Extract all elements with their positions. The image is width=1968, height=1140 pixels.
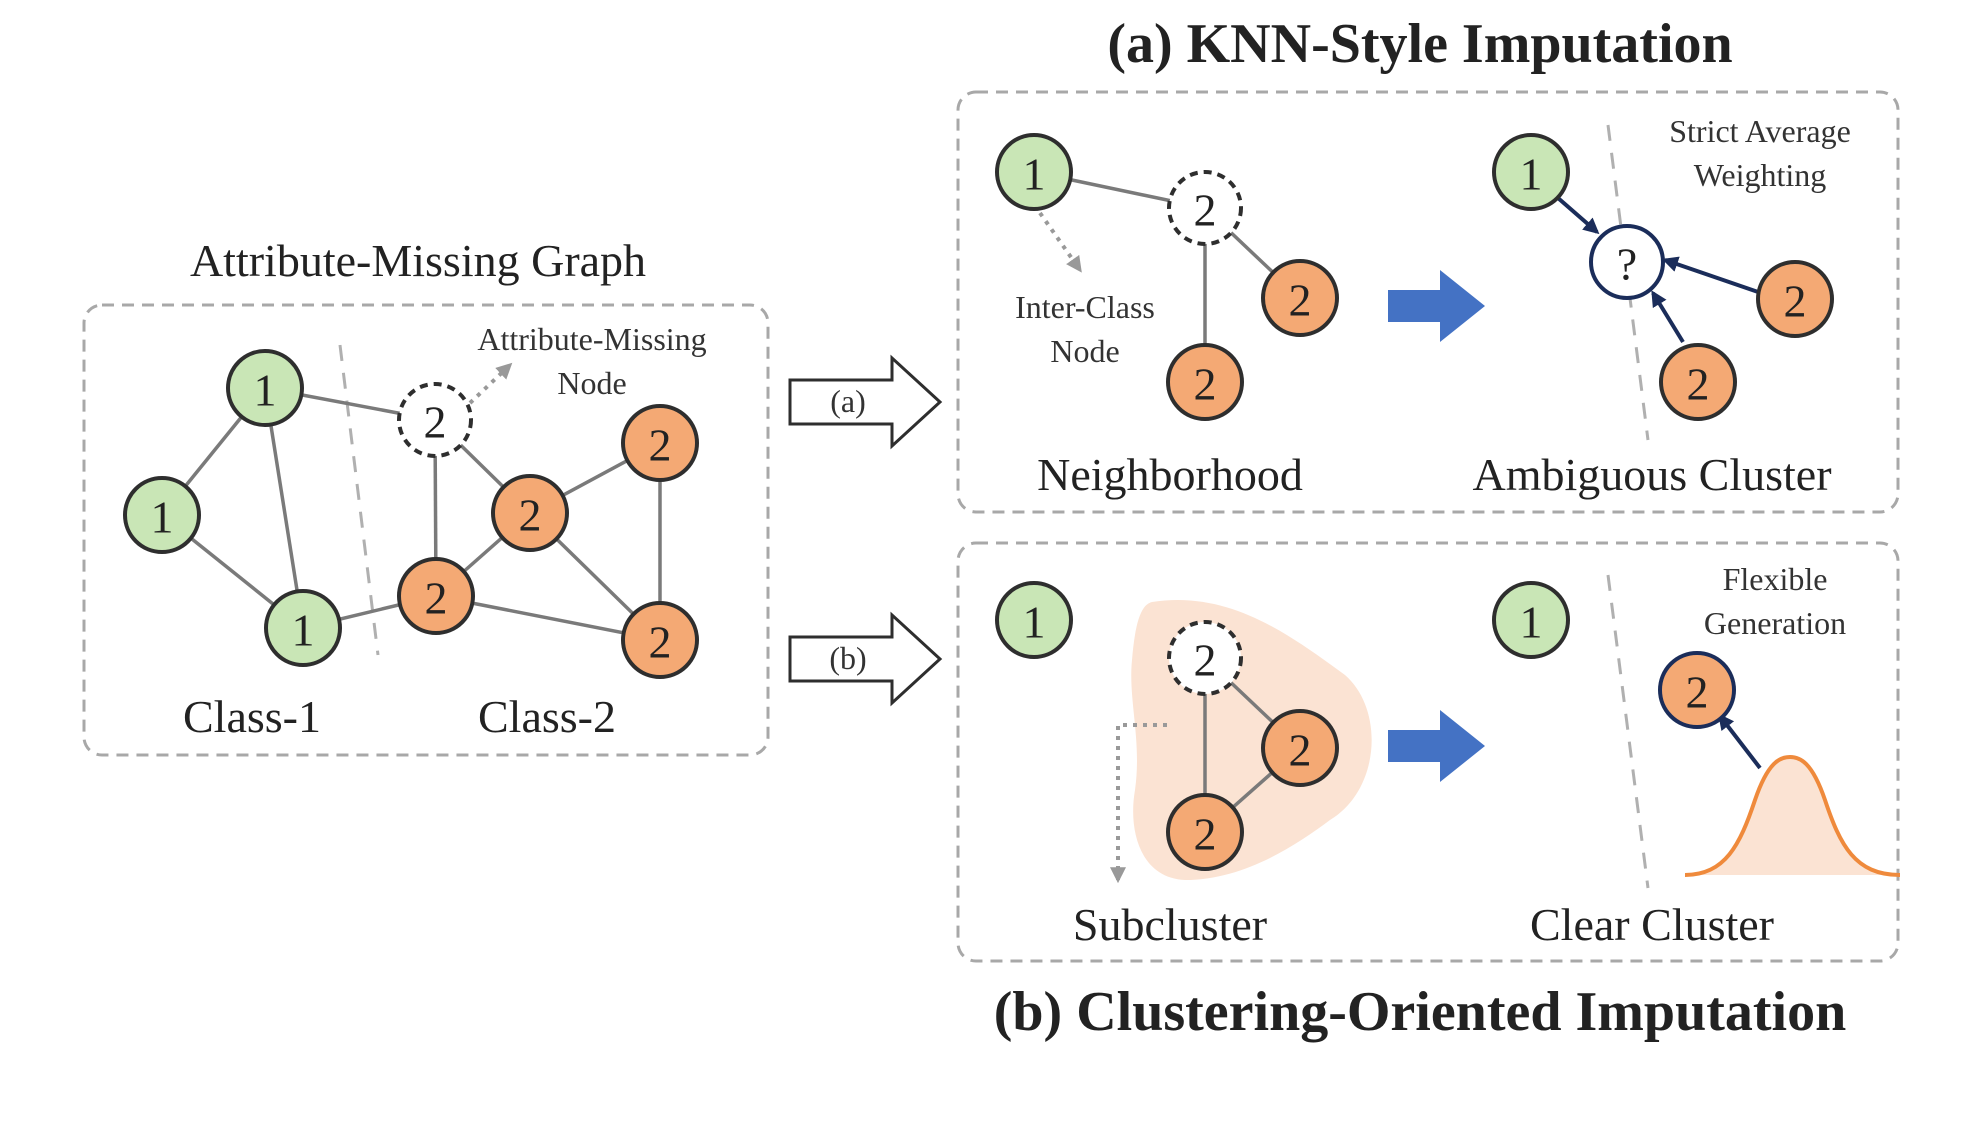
left-class1-node-b xyxy=(123,476,201,554)
svg-text:1: 1 xyxy=(1023,149,1046,200)
class1-label: Class-1 xyxy=(183,691,321,742)
svg-text:2: 2 xyxy=(519,490,542,541)
clear-class1-node xyxy=(1492,581,1570,659)
missing-node-pointer xyxy=(468,362,513,405)
missing-node-note-line1: Attribute-Missing xyxy=(477,321,706,357)
generation-distribution-fill xyxy=(1685,757,1900,875)
ambiguous-class1-node xyxy=(1492,133,1570,211)
inter-class-note-line2: Node xyxy=(1050,333,1119,369)
subcluster-pointer xyxy=(1110,723,1167,884)
clear-generated-node xyxy=(1658,651,1736,729)
knn-panel-box xyxy=(956,90,1900,514)
left-class2-node-c xyxy=(621,404,699,482)
clustering-panel-box xyxy=(956,541,1900,963)
svg-text:2: 2 xyxy=(1289,725,1312,776)
clustering-transition-arrow xyxy=(1388,710,1485,782)
clustering-divider xyxy=(1606,574,1650,889)
attribute-missing-graph-title: Attribute-Missing Graph xyxy=(190,235,646,286)
subcluster-class2-node-b xyxy=(1166,793,1244,871)
svg-text:2: 2 xyxy=(1686,667,1709,718)
class-divider xyxy=(338,344,380,656)
subcluster-class1-node xyxy=(995,581,1073,659)
inter-class-pointer xyxy=(1038,211,1082,273)
ambiguous-class2-node-b xyxy=(1659,343,1737,421)
knn-transition-arrow xyxy=(1388,270,1485,342)
svg-text:1: 1 xyxy=(254,365,277,416)
clear-cluster-caption: Clear Cluster xyxy=(1530,899,1774,950)
connector-a-label: (a) xyxy=(830,383,866,419)
svg-text:2: 2 xyxy=(1289,275,1312,326)
generation-note-line1: Flexible xyxy=(1723,561,1828,597)
neighborhood-missing-node xyxy=(1167,170,1243,246)
left-attribute-missing-node xyxy=(397,382,473,458)
inter-class-note-line1: Inter-Class xyxy=(1015,289,1155,325)
subcluster-class2-node-a xyxy=(1261,709,1339,787)
neighborhood-group: 1 2 2 2 xyxy=(995,133,1339,421)
svg-text:2: 2 xyxy=(1784,276,1807,327)
svg-text:1: 1 xyxy=(151,492,174,543)
knn-imputation-title: (a) KNN-Style Imputation xyxy=(1107,13,1732,75)
neighborhood-class1-node xyxy=(995,133,1073,211)
generation-note-line2: Generation xyxy=(1704,605,1846,641)
subcluster-group: 1 2 2 2 xyxy=(995,581,1372,884)
left-class2-node-d xyxy=(621,601,699,679)
svg-text:2: 2 xyxy=(1194,359,1217,410)
clustering-imputation-title: (b) Clustering-Oriented Imputation xyxy=(994,981,1846,1043)
svg-text:2: 2 xyxy=(1687,359,1710,410)
svg-text:1: 1 xyxy=(1520,149,1543,200)
neighborhood-caption: Neighborhood xyxy=(1037,449,1303,500)
svg-text:2: 2 xyxy=(424,397,447,448)
svg-text:1: 1 xyxy=(1023,597,1046,648)
weighting-note-line2: Weighting xyxy=(1694,157,1827,193)
left-class2-node-a xyxy=(491,474,569,552)
left-class2-node-b xyxy=(397,557,475,635)
svg-text:2: 2 xyxy=(425,573,448,624)
left-class1-node-a xyxy=(226,349,304,427)
neighborhood-class2-node-b xyxy=(1166,343,1244,421)
subcluster-caption: Subcluster xyxy=(1073,899,1267,950)
subcluster-missing-node xyxy=(1167,620,1243,696)
class2-label: Class-2 xyxy=(478,691,616,742)
weighting-note-line1: Strict Average xyxy=(1669,113,1851,149)
missing-node-note-line2: Node xyxy=(557,365,626,401)
svg-text:?: ? xyxy=(1617,239,1637,290)
neighborhood-class2-node-a xyxy=(1261,259,1339,337)
svg-text:2: 2 xyxy=(1194,185,1217,236)
generation-distribution-curve xyxy=(1684,754,1901,877)
connector-arrow-b xyxy=(788,611,943,707)
svg-text:2: 2 xyxy=(649,420,672,471)
ambiguous-unknown-node xyxy=(1589,224,1665,300)
ambiguous-cluster-group: 1 ? 2 2 xyxy=(1492,133,1834,421)
left-graph-nodes: 1 1 1 2 2 2 2 2 xyxy=(123,349,699,679)
svg-text:2: 2 xyxy=(1194,809,1217,860)
connector-arrow-a xyxy=(788,354,943,450)
ambiguous-cluster-caption: Ambiguous Cluster xyxy=(1472,449,1831,500)
left-class1-node-c xyxy=(264,589,342,667)
connector-b-label: (b) xyxy=(829,640,866,676)
svg-text:2: 2 xyxy=(1194,635,1217,686)
clear-cluster-group: 1 2 xyxy=(1492,581,1901,877)
svg-text:2: 2 xyxy=(649,617,672,668)
svg-text:1: 1 xyxy=(1520,597,1543,648)
svg-text:1: 1 xyxy=(292,605,315,656)
knn-divider xyxy=(1606,124,1650,441)
ambiguous-class2-node-a xyxy=(1756,260,1834,338)
left-panel-box xyxy=(82,303,770,757)
